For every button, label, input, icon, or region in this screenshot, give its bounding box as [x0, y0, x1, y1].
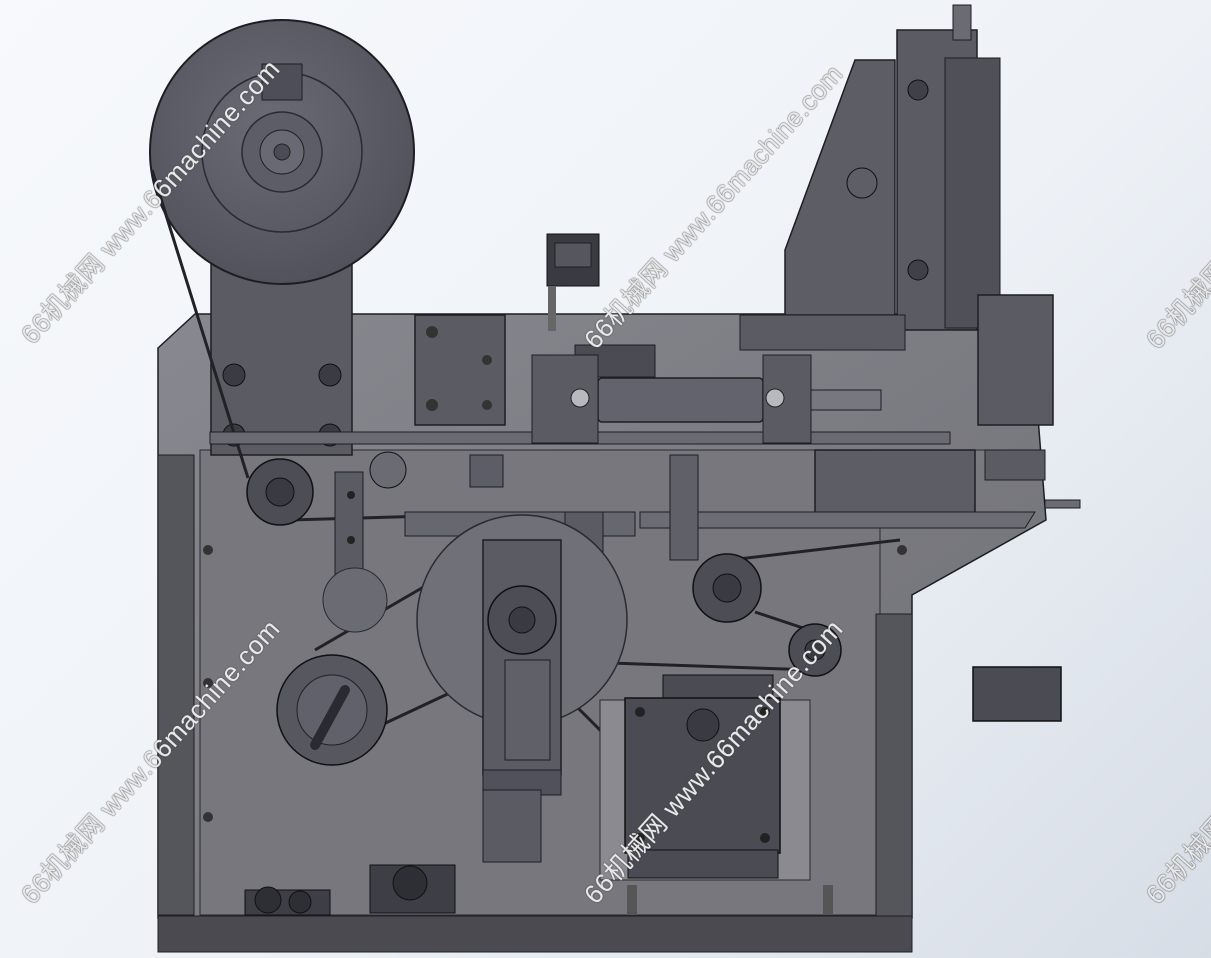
frame-bolt [203, 545, 213, 555]
pivot-hole [347, 491, 355, 499]
arm-bolt [222, 363, 246, 387]
valve-coil [254, 886, 282, 914]
motor-bracket-top [662, 674, 774, 701]
sensor-screen [554, 242, 592, 268]
pivot-hole [347, 536, 355, 544]
roll-clamp [261, 63, 303, 101]
bracket-bolt [482, 355, 492, 365]
side-column [977, 294, 1054, 426]
motor-bolt [635, 707, 645, 717]
fitting-icon [907, 79, 929, 101]
lower-block [482, 789, 542, 863]
dispense-head [814, 449, 976, 521]
clamp-block [469, 454, 504, 488]
right-slide-assembly [739, 4, 1081, 509]
bracket-bolt [482, 400, 492, 410]
roll-arm [210, 254, 353, 456]
motor-bracket-bottom [627, 849, 779, 879]
slide-wedge [784, 59, 896, 316]
foot [823, 885, 833, 915]
cylinder-barrel [597, 377, 764, 423]
left-post [157, 454, 195, 916]
pinch-roller [369, 451, 407, 489]
roll-center [273, 143, 291, 161]
supply-roll-assembly [149, 19, 415, 456]
lower-bracket [739, 314, 906, 351]
fitting-icon [765, 388, 785, 408]
right-post [875, 613, 913, 917]
side-rod [1044, 499, 1081, 509]
valve-coil [392, 865, 428, 901]
guide-roller-hub [265, 477, 295, 507]
bracket-bolt [426, 326, 438, 338]
guide-roller-hub [712, 573, 742, 603]
rewind-handle [310, 685, 350, 750]
belt-segment [150, 169, 250, 479]
regulator-block [669, 454, 699, 561]
peel-plate [639, 511, 1036, 529]
slide-post [952, 4, 972, 41]
belt-segment [729, 538, 901, 562]
column-slide [504, 659, 551, 761]
fitting-icon [907, 259, 929, 281]
cylinder-rod [810, 389, 882, 411]
base-plate [157, 915, 913, 953]
stepper-motor [599, 674, 811, 881]
foot [627, 885, 637, 915]
frame-bolt [203, 812, 213, 822]
side-block [984, 449, 1046, 481]
bottom-valves [244, 864, 833, 916]
motor-bolt [760, 707, 770, 717]
fitting-icon [570, 388, 590, 408]
bracket-bolt [426, 399, 438, 411]
motor-shaft [686, 708, 720, 742]
slide-rail [944, 57, 1001, 329]
motor-bolt [635, 833, 645, 843]
pneumatic-cylinder [531, 354, 882, 444]
center-column [482, 539, 562, 863]
frame-bolt [203, 678, 213, 688]
sensor-stem [548, 286, 556, 331]
frame-bolt [897, 545, 907, 555]
arm-bolt [318, 363, 342, 387]
slide-knob [846, 167, 878, 199]
idler-roller [322, 567, 388, 633]
sensor-display [546, 233, 656, 378]
column-hub-inner [508, 606, 536, 634]
valve-coil [288, 890, 312, 914]
rollers [246, 451, 842, 766]
motor-bolt [760, 833, 770, 843]
guide-roller-hub [804, 639, 826, 661]
detached-block [972, 666, 1062, 722]
